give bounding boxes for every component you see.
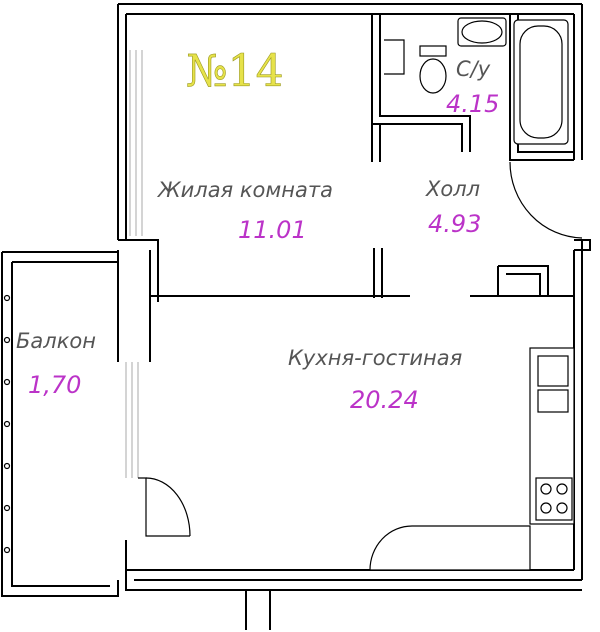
room-area-balcony: 1,70 [28, 371, 81, 399]
balcony-door [138, 477, 191, 537]
balcony-railing-posts [3, 294, 11, 554]
room-area-living-room: 11.01 [238, 216, 307, 244]
window-glazing [125, 50, 143, 478]
room-name-kitchen-living: Кухня-гостиная [288, 346, 462, 370]
bathroom-fixtures [384, 17, 569, 145]
room-name-balcony: Балкон [16, 329, 96, 353]
room-name-living-room: Жилая комната [156, 178, 333, 202]
room-area-kitchen-living: 20.24 [350, 386, 419, 414]
unit-number: №14 [186, 46, 284, 97]
interior-walls [150, 14, 574, 298]
room-name-bathroom: С/у [456, 57, 491, 81]
kitchen-fixtures [369, 347, 575, 571]
room-area-hall: 4.93 [428, 210, 481, 238]
room-name-hall: Холл [425, 177, 480, 201]
entry-door [509, 161, 583, 239]
balcony-outline [1, 251, 119, 597]
room-area-bathroom: 4.15 [446, 90, 499, 118]
